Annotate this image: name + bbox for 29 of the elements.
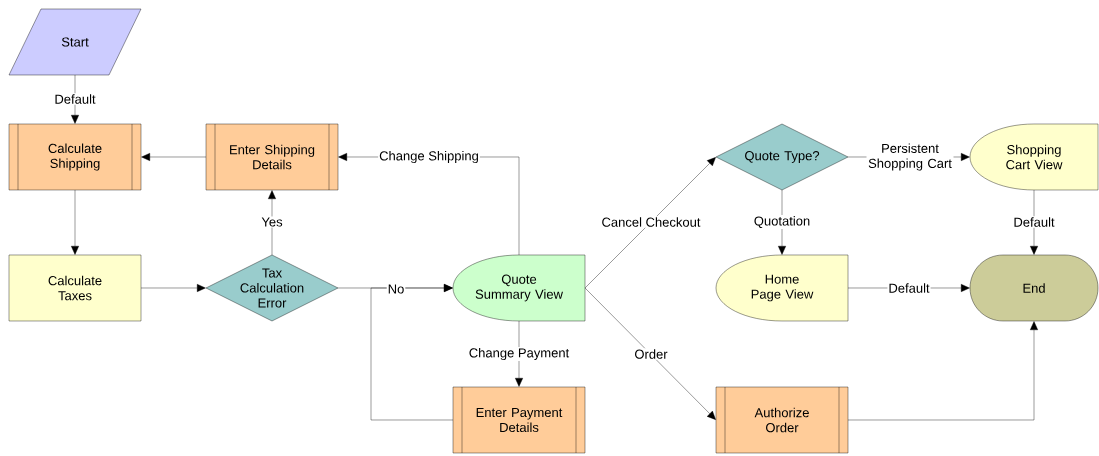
- process-box: Calculate Taxes: [8, 254, 142, 322]
- edge-label: Quotation: [752, 215, 812, 229]
- edge-label: Persistent Shopping Cart: [866, 142, 954, 172]
- edge-label: Default: [53, 93, 97, 105]
- arrow: [140, 284, 206, 292]
- arrow: [778, 189, 786, 255]
- arrow: [71, 189, 79, 255]
- arrow: [71, 74, 79, 124]
- arrow: [584, 287, 716, 420]
- arrow: [141, 153, 207, 161]
- edge-label: Default: [1012, 216, 1056, 228]
- edge-label: Cancel Checkout: [600, 216, 702, 228]
- arrow: [1030, 189, 1038, 255]
- subprocess-box: Calculate Shipping: [8, 123, 142, 191]
- input-parallelogram: Start: [8, 8, 142, 76]
- edge-label: No: [386, 283, 406, 295]
- arrow: [515, 320, 523, 387]
- edge-label: Yes: [260, 216, 284, 228]
- arrow: [370, 284, 454, 421]
- arrow: [847, 321, 1038, 421]
- arrow: [584, 157, 716, 289]
- edge-label: Change Payment: [467, 346, 571, 362]
- arrow: [268, 190, 276, 256]
- subprocess-box: Enter Shipping Details: [205, 123, 339, 191]
- edge-label: Order: [633, 348, 669, 360]
- edge-label: Default: [887, 282, 931, 294]
- edge-label: Change Shipping: [378, 149, 480, 165]
- subprocess-box: Enter Payment Details: [452, 386, 586, 454]
- subprocess-box: Authorize Order: [715, 386, 849, 454]
